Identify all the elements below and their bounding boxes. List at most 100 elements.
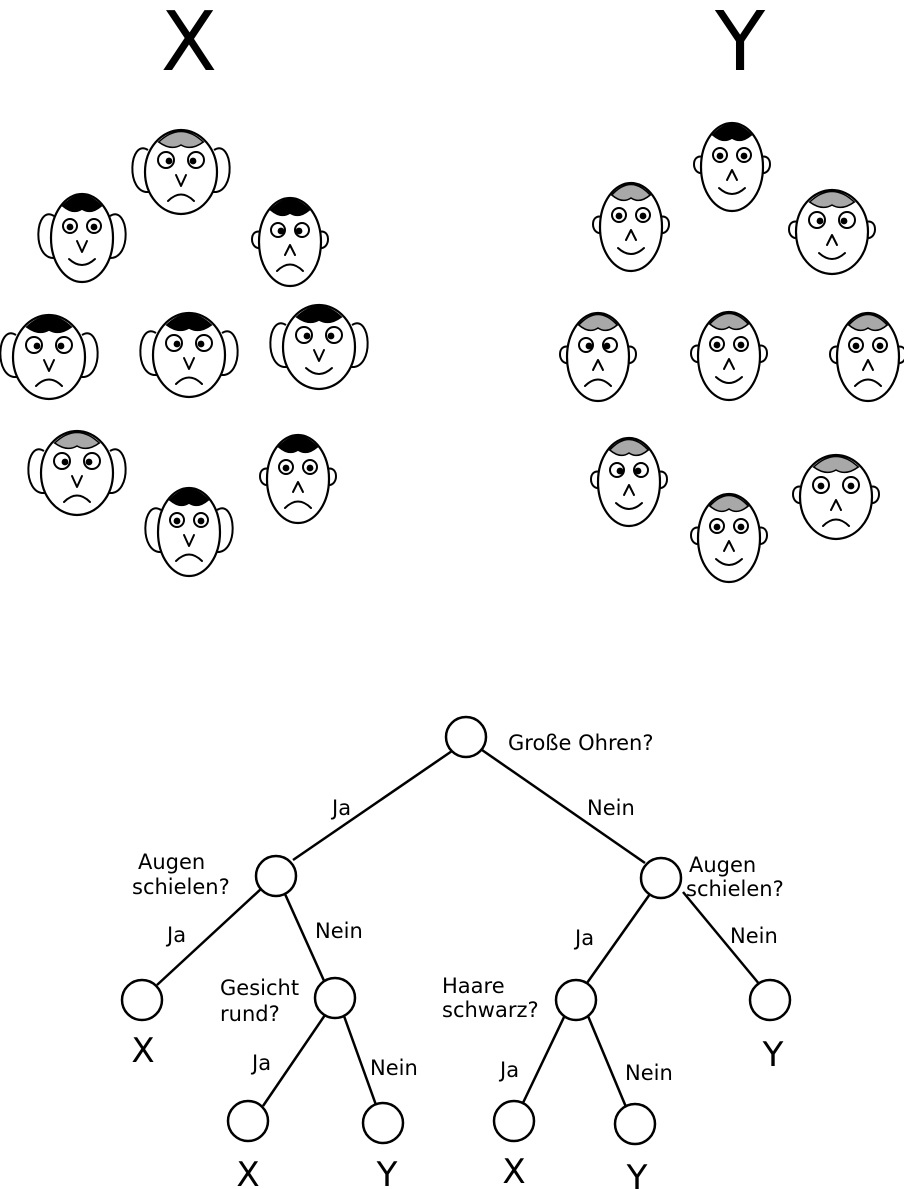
node-left-leaf (120, 978, 164, 1022)
edge-hair-no (586, 1015, 628, 1108)
edge-left-no (283, 893, 327, 984)
hair-no-label: Nein (625, 1061, 673, 1085)
group-x-face-8 (144, 486, 234, 578)
group-x-face-4 (0, 313, 99, 401)
node-right-leaf (748, 978, 792, 1022)
nose-icon (826, 234, 838, 246)
pupil-icon (737, 523, 745, 531)
head-outline (696, 310, 762, 402)
right-question-line1: Augen (689, 853, 756, 877)
hair-icon (61, 194, 103, 213)
pupil-icon (585, 342, 593, 350)
pupil-icon (173, 517, 181, 525)
edge-face-no (342, 1015, 378, 1106)
nose-icon (284, 244, 296, 256)
nose-icon (175, 174, 187, 187)
group-x-title: X (161, 0, 217, 90)
pupil-icon (85, 458, 93, 466)
right-yes-label: Ja (573, 926, 594, 950)
nose-icon (183, 357, 195, 370)
node-root (444, 715, 488, 759)
left-yes-label: Ja (165, 923, 186, 947)
pupil-icon (295, 227, 303, 235)
smile-mouth-icon (305, 367, 333, 375)
pupil-icon (189, 157, 197, 165)
hair-icon (711, 123, 753, 142)
hair-yes-label: Ja (498, 1058, 519, 1082)
face-no-label: Nein (370, 1056, 418, 1080)
group-y-face-8 (690, 492, 768, 584)
head-outline (565, 311, 631, 403)
head-outline (696, 492, 762, 584)
pupil-icon (852, 342, 860, 350)
node-right-question (639, 856, 683, 900)
hair-icon (577, 313, 619, 332)
pupil-icon (303, 332, 311, 340)
nose-icon (830, 499, 842, 511)
pupil-icon (282, 464, 290, 472)
left-question-line2: schielen? (132, 875, 230, 899)
head-outline (151, 311, 227, 399)
hair-icon (610, 183, 652, 202)
root-no-label: Nein (587, 796, 635, 820)
hair-icon (708, 494, 750, 513)
nose-icon (623, 484, 635, 496)
group-x-face-3 (251, 196, 329, 288)
group-x-face-6 (269, 303, 369, 391)
pupil-icon (306, 464, 314, 472)
group-x-face-7 (27, 429, 127, 517)
pupil-icon (740, 152, 748, 160)
pupil-icon (197, 517, 205, 525)
pupil-icon (713, 341, 721, 349)
nose-icon (723, 358, 735, 370)
face-yes-label: Ja (250, 1051, 271, 1075)
frown-mouth-icon (175, 553, 203, 562)
pupil-icon (90, 223, 98, 231)
pupil-icon (716, 152, 724, 160)
head-outline (49, 192, 115, 284)
left-no-label: Nein (315, 919, 363, 943)
group-y-face-6 (829, 311, 904, 403)
edge-root-yes (292, 749, 453, 862)
pupil-icon (847, 482, 855, 490)
face-question-line1: Gesicht (220, 976, 299, 1000)
group-y-face-7 (590, 436, 668, 528)
group-x-face-2 (37, 192, 127, 284)
node-hair-leaf-no (613, 1102, 657, 1146)
node-left-question (254, 854, 298, 898)
frown-mouth-icon (167, 193, 195, 202)
group-y-title: Y (714, 0, 766, 90)
frown-mouth-icon (822, 518, 850, 527)
nose-icon (76, 240, 88, 253)
face-question-line2: rund? (220, 1002, 280, 1026)
edge-left-yes (156, 887, 263, 986)
group-x-face-9 (259, 433, 337, 525)
head-outline (835, 311, 901, 403)
pupil-icon (615, 212, 623, 220)
pupil-icon (61, 458, 69, 466)
nose-icon (726, 169, 738, 181)
frown-mouth-icon (284, 500, 312, 509)
frown-mouth-icon (276, 263, 304, 272)
pupil-icon (876, 342, 884, 350)
pupil-icon (713, 523, 721, 531)
edge-right-no (682, 891, 761, 986)
face-leaf-no-label: Y (376, 1155, 398, 1189)
edge-right-yes (585, 893, 652, 984)
nose-icon (71, 475, 83, 488)
pupil-icon (327, 332, 335, 340)
hair-icon (277, 435, 319, 454)
hair-icon (608, 438, 650, 457)
left-leaf-label: X (131, 1031, 154, 1071)
head-outline (596, 436, 662, 528)
head-outline (143, 128, 219, 216)
nose-icon (43, 359, 55, 372)
head-outline (794, 188, 870, 276)
hair-icon (808, 190, 856, 209)
group-x-face-1 (131, 128, 231, 216)
right-question-line2: schielen? (686, 877, 784, 901)
pupil-icon (277, 227, 285, 235)
nose-icon (183, 534, 195, 547)
head-outline (257, 196, 323, 288)
